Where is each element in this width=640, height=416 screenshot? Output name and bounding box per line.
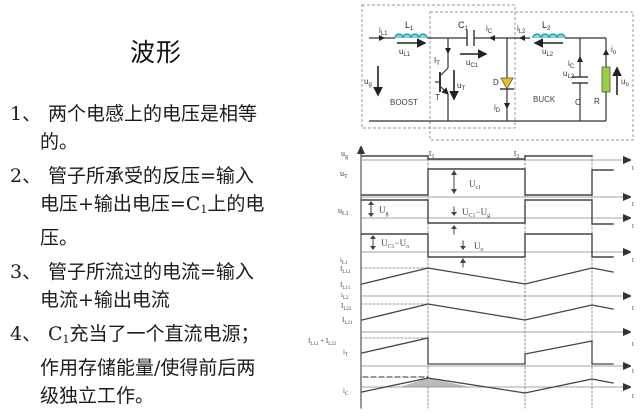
svg-text:IL11: IL11: [340, 281, 351, 291]
waveform-iL1: iL1 IL12 IL11: [340, 256, 630, 296]
label-C: C: [575, 98, 581, 107]
svg-text:IL22: IL22: [341, 302, 352, 312]
waveform-uT: uT Uc1 t: [340, 168, 634, 208]
note-text-line: 电压+输出电压=C1上的电: [10, 190, 310, 224]
waveform-diagram: t1 t2 ug t uT Uc1 t uL1 Ug: [308, 147, 634, 409]
svg-text:t: t: [632, 256, 634, 264]
note-2: 2、管子所承受的反压=输入 电压+输出电压=C1上的电 压。: [10, 162, 310, 252]
label-boost: BOOST: [390, 98, 418, 107]
waveform-iC: iC t t: [343, 367, 634, 400]
svg-text:t: t: [632, 367, 634, 375]
svg-text:t: t: [632, 164, 634, 172]
svg-text:Uo: Uo: [474, 241, 484, 253]
svg-text:t: t: [632, 200, 634, 208]
boost-stage-box: [361, 4, 516, 129]
svg-text:uT: uT: [340, 169, 348, 180]
note-number: 4、: [10, 323, 42, 345]
charge-area: [400, 378, 470, 387]
note-text: 管子所承受的反压=输入: [48, 165, 254, 187]
label-ic2: iC: [568, 59, 575, 70]
label-ug: ug: [364, 77, 372, 88]
svg-text:iT: iT: [343, 348, 348, 358]
label-uC1: uC1: [466, 58, 479, 69]
svg-text:UC1−Ug: UC1−Ug: [462, 207, 490, 219]
note-text: 电压+输出电压=C: [40, 193, 201, 215]
note-1: 1、两个电感上的电压是相等 的。: [10, 100, 310, 156]
note-text: 充当了一个直流电源；: [69, 323, 260, 345]
waveform-iL2: iL2 IL22 IL21 t: [341, 291, 634, 332]
label-uL2: uL2: [542, 47, 554, 58]
label-C1: C1: [458, 20, 469, 32]
waveform-uL2: UC1−Uo Uo t: [360, 233, 634, 268]
note-4: 4、 C1充当了一个直流电源； 作用存储能量/使得前后两 级独立工作。: [10, 320, 310, 410]
label-t2: t2: [514, 148, 520, 160]
svg-text:uL1: uL1: [338, 206, 349, 217]
note-text: 两个电感上的电压是相等: [48, 103, 258, 125]
label-iD: iD: [494, 103, 501, 114]
note-text: 电流+输出电流: [40, 289, 170, 311]
label-iL1: iL1: [379, 26, 388, 37]
label-buck: BUCK: [533, 95, 556, 104]
note-number: 3、: [10, 261, 42, 283]
label-D: D: [493, 78, 499, 87]
svg-text:UC1−Uo: UC1−Uo: [381, 238, 409, 250]
label-io: io: [611, 45, 617, 56]
label-L1: L1: [405, 20, 414, 32]
svg-text:IL21: IL21: [342, 316, 353, 326]
label-uL2-side: uL2: [563, 69, 575, 80]
subscript: 1: [200, 203, 208, 216]
label-iT: IT: [434, 56, 440, 67]
svg-text:t: t: [632, 340, 634, 348]
svg-text:ug: ug: [341, 149, 348, 160]
waveform-iT: IL12 + IL22 iT t: [308, 337, 634, 366]
svg-text:iL1: iL1: [340, 256, 348, 266]
label-uo: uo: [621, 77, 629, 88]
buck-stage-box: [429, 11, 634, 141]
diode-D-icon: [500, 38, 514, 121]
note-text: C: [48, 323, 63, 345]
note-text: 管子所流过的电流=输入: [48, 261, 254, 283]
svg-text:Ug: Ug: [379, 205, 389, 217]
svg-text:iL2: iL2: [341, 291, 349, 301]
label-uT: uT: [457, 81, 465, 92]
waveform-uL1: uL1 Ug UC1−Ug t: [338, 199, 634, 235]
subscript: 1: [62, 333, 70, 346]
label-uL1: uL1: [399, 47, 411, 58]
label-R: R: [594, 97, 600, 106]
notes-list: 1、两个电感上的电压是相等 的。 2、管子所承受的反压=输入 电压+输出电压=C…: [10, 100, 310, 416]
inductor-L1-icon: [394, 33, 428, 39]
slide-title: 波形: [130, 38, 183, 67]
svg-text:IL12: IL12: [340, 265, 351, 275]
label-iL2: iL2: [517, 24, 526, 35]
transistor-T-icon: [435, 38, 449, 121]
svg-text:IL12 + IL22: IL12 + IL22: [308, 337, 337, 347]
svg-text:Uc1: Uc1: [469, 179, 481, 191]
svg-text:t: t: [632, 392, 634, 400]
note-text: 上的电: [207, 193, 265, 215]
svg-text:iC: iC: [343, 387, 349, 397]
label-L2: L2: [542, 20, 551, 32]
note-text: 的。: [40, 131, 79, 153]
note-text: 级独立工作。: [40, 385, 155, 407]
note-number: 2、: [10, 165, 42, 187]
svg-text:t: t: [632, 222, 634, 230]
inductor-L2-icon: [532, 33, 566, 39]
label-ic: iC: [486, 24, 493, 35]
note-3: 3、管子所流过的电流=输入 电流+输出电流: [10, 258, 310, 314]
capacitor-C-icon: [572, 38, 588, 121]
circuit-diagram: iL1 L1 uL1 ug BOOST IT T uT C1: [361, 4, 634, 141]
svg-text:t: t: [632, 304, 634, 312]
note-number: 1、: [10, 103, 42, 125]
waveform-ug: ug t: [341, 149, 634, 172]
note-text: 压。: [40, 227, 79, 249]
note-text: 作用存储能量/使得前后两: [40, 357, 256, 379]
capacitor-C1-icon: [466, 30, 475, 46]
label-t1: t1: [429, 148, 435, 160]
label-T: T: [435, 93, 440, 102]
